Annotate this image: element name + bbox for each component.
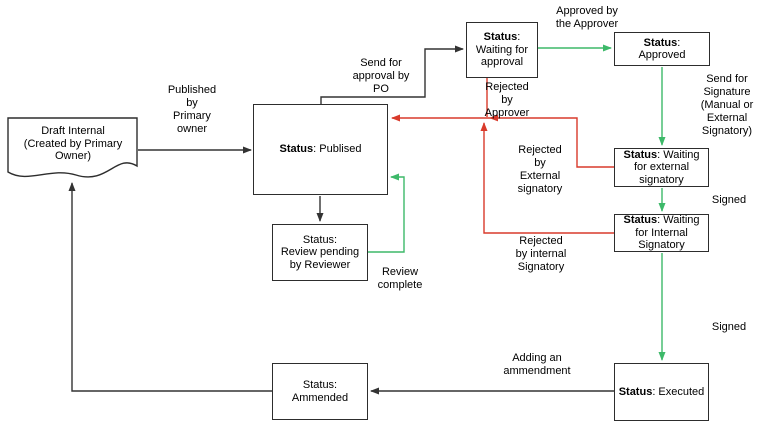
node-status-approved: Status:Approved (614, 32, 710, 66)
node-status-published: Status: Publised (253, 104, 388, 195)
edge-ammended-to-draft (68, 182, 272, 392)
edge-rejected-by-external-to-published (391, 114, 614, 168)
merge-arrowhead-left (489, 114, 498, 122)
edge-review-complete-to-published (368, 173, 405, 253)
node-status-executed: Status: Executed (614, 363, 709, 421)
black-edges (68, 45, 614, 395)
green-edges (368, 44, 666, 361)
label-signed-external: Signed (711, 194, 747, 206)
label-signed-internal: Signed (711, 321, 747, 333)
draft-document-shape (7, 117, 138, 178)
node-status-ammended: Status:Ammended (272, 363, 368, 420)
edge-rejected-by-internal-merge (480, 122, 614, 234)
edge-published-to-waiting-approval (320, 45, 464, 104)
red-edges (391, 78, 614, 234)
